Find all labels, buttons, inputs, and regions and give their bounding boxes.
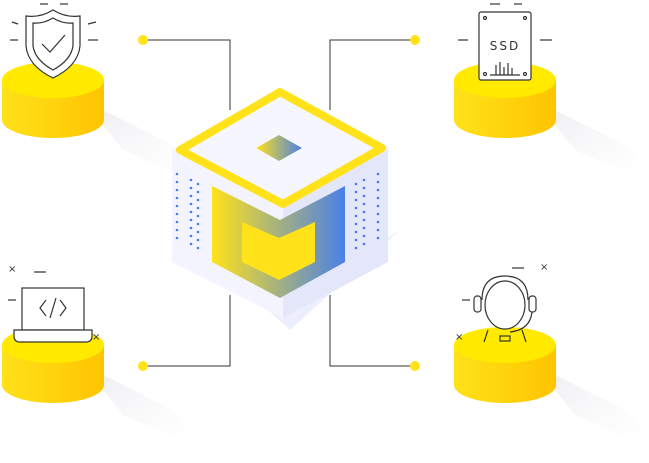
pedestal-top-right [454, 62, 649, 190]
pedestal-bottom-left [2, 327, 213, 455]
connector-bottom-left [143, 295, 231, 367]
svg-text:×: × [455, 332, 463, 343]
svg-text:×: × [540, 262, 548, 273]
connector-dot [138, 35, 148, 45]
connector-dot [410, 361, 420, 371]
svg-text:×: × [8, 264, 16, 275]
server-cube-icon [172, 88, 400, 330]
ssd-label: SSD [490, 39, 520, 53]
laptop-code-icon: × × [8, 264, 100, 343]
connector-top-left [143, 39, 231, 110]
connector-bottom-right [329, 295, 415, 367]
connector-dot [138, 361, 148, 371]
connector-top-right [329, 39, 415, 110]
shield-check-icon [10, 3, 98, 79]
ssd-icon [458, 3, 552, 81]
svg-text:×: × [92, 332, 100, 343]
connector-dot [410, 35, 420, 45]
pedestal-bottom-right [454, 327, 649, 455]
support-agent-icon: × × [455, 262, 548, 343]
